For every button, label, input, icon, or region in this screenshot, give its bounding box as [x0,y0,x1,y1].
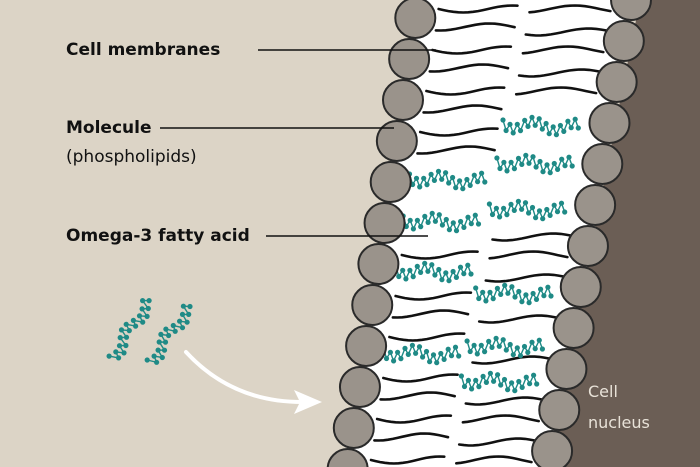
tail-right-30 [461,414,540,424]
head-right-11 [531,430,574,467]
tail-right-28 [471,355,551,365]
head-right-3 [588,102,631,144]
omega3-right-5 [458,370,540,394]
omega3-right-4 [464,335,546,359]
tail-left-6 [418,127,499,137]
tail-right-29 [464,396,544,406]
head-right-0 [610,0,652,21]
tail-left-10 [391,309,470,319]
head-right-7 [559,266,602,308]
head-right-9 [545,348,588,390]
tail-right-26 [484,273,565,283]
omega3-right-3 [473,282,554,306]
tail-left-12 [382,373,459,383]
head-right-4 [581,143,624,185]
tail-left-7 [416,145,496,155]
head-left-0 [394,0,437,39]
free-omega3-1 [106,298,152,361]
head-left-7 [351,284,394,326]
head-right-8 [552,307,595,349]
phospholipid-heads [326,0,652,467]
tail-left-11 [388,332,466,342]
label-cell: Cell [588,382,618,401]
tail-left-9 [394,291,473,301]
tail-right-20 [524,27,608,37]
tail-right-27 [477,314,558,324]
head-right-1 [602,20,645,62]
head-left-1 [388,38,431,80]
tail-right-25 [488,250,569,260]
label-omega3: Omega-3 fatty acid [66,226,250,246]
tail-right-32 [455,455,533,465]
head-left-8 [345,325,388,367]
free-omega3-2 [144,303,193,365]
tail-left-13 [379,391,456,401]
tail-left-3 [428,63,510,73]
head-right-10 [538,389,581,431]
head-left-6 [357,243,400,285]
head-left-4 [369,161,412,203]
tail-left-0 [437,4,519,14]
omega3-right-2 [486,198,568,222]
tail-right-24 [491,232,572,242]
tail-left-1 [434,22,516,32]
tail-right-22 [517,68,601,78]
head-right-6 [566,225,609,267]
head-left-9 [338,366,381,408]
free-omega3-molecules [106,298,193,365]
tail-left-14 [375,414,453,424]
omega3-right-1 [494,152,575,176]
tail-left-4 [425,86,506,96]
head-left-11 [326,448,369,467]
head-right-5 [574,184,617,226]
entry-arrow [184,350,304,404]
tail-right-31 [457,437,536,447]
tail-left-8 [400,250,479,260]
omega3-right-0 [500,114,581,138]
omega3-left-2 [393,260,474,284]
omega3-left-1 [400,210,482,234]
tail-left-16 [369,455,446,465]
label-molecule: Molecule [66,118,152,138]
head-right-2 [595,61,638,103]
label-nucleus: nucleus [588,413,650,432]
label-cell-membranes: Cell membranes [66,40,221,60]
head-left-3 [375,120,418,162]
label-phospholipids: (phospholipids) [66,147,197,167]
tail-right-19 [528,4,612,14]
head-left-10 [332,407,375,449]
entry-arrow-head [294,390,322,414]
cell-nucleus-region [548,0,700,467]
fatty-acid-tails [369,4,612,465]
head-left-2 [382,79,424,121]
tail-left-5 [422,104,503,114]
tail-right-23 [514,86,598,96]
tail-left-15 [373,432,450,442]
head-left-5 [363,202,406,244]
tail-left-2 [431,45,513,55]
tail-right-21 [521,45,605,55]
